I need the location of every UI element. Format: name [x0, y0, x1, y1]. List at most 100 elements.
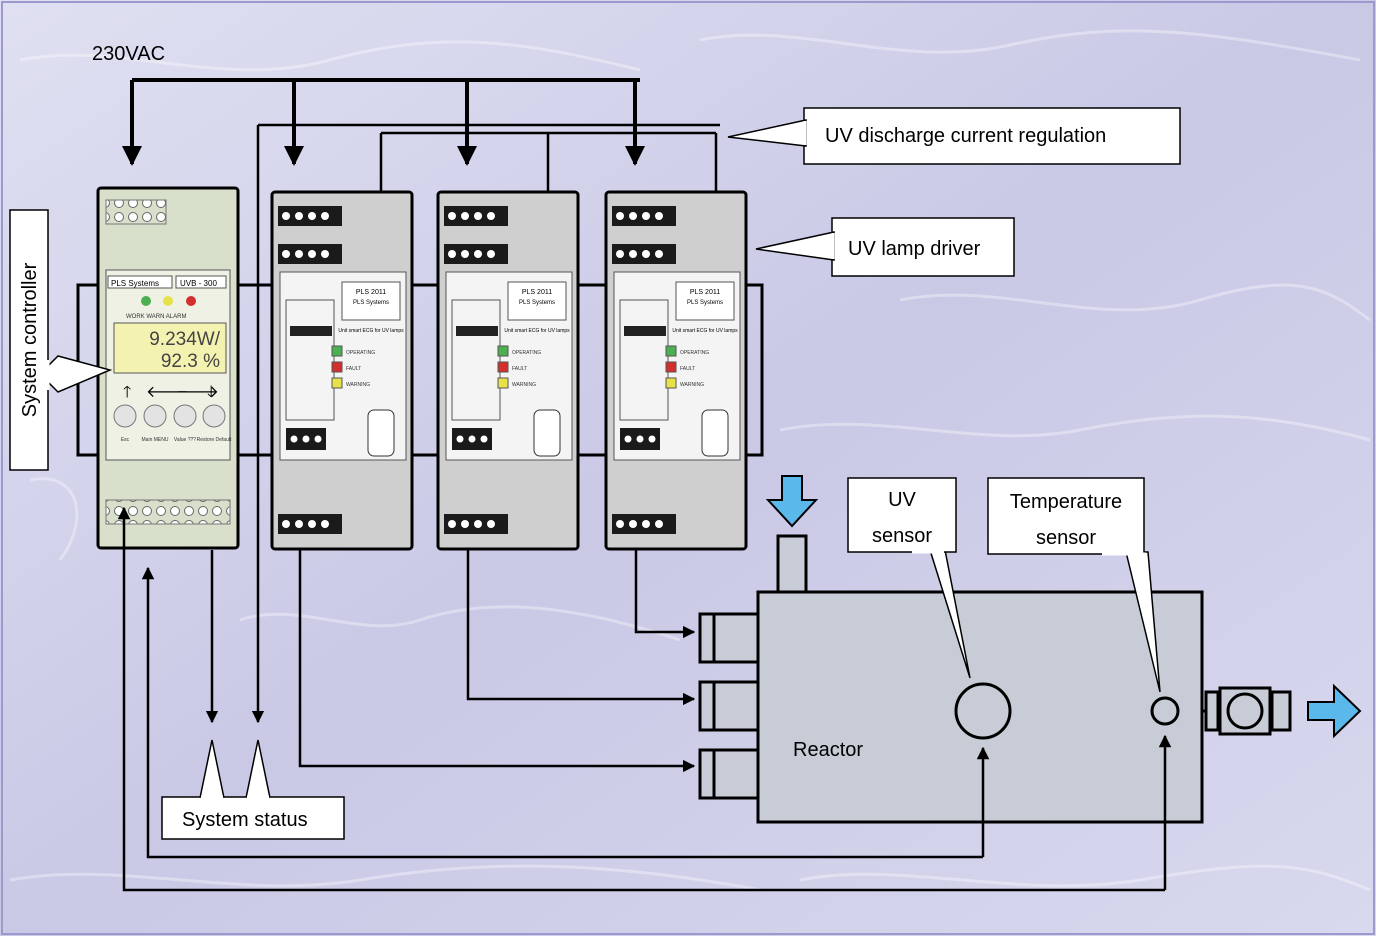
- terminal-screw: [655, 212, 663, 220]
- terminal-screw: [616, 250, 624, 258]
- controller-model: UVB - 300: [180, 279, 217, 288]
- value-key[interactable]: [174, 405, 196, 427]
- lamp-port-2: [700, 682, 758, 730]
- terminal-block-top: [106, 200, 166, 224]
- driver-maker: PLS Systems: [519, 300, 555, 306]
- status-led: [332, 362, 342, 372]
- terminal-screw: [282, 250, 290, 258]
- status-led: [498, 378, 508, 388]
- terminal-screw: [629, 520, 637, 528]
- status-label: FAULT: [680, 366, 695, 372]
- driver-description: Unit smart ECG for UV lamps: [504, 328, 570, 334]
- status-label: OPERATING: [346, 350, 375, 356]
- status-led: [332, 378, 342, 388]
- terminal-screw: [487, 520, 495, 528]
- terminal-screw: [461, 520, 469, 528]
- terminal-screw: [308, 520, 316, 528]
- key-label: Restore Default: [197, 437, 232, 443]
- status-label: OPERATING: [680, 350, 709, 356]
- driver-description: Unit smart ECG for UV lamps: [672, 328, 738, 334]
- status-label: OPERATING: [512, 350, 541, 356]
- work-led: [141, 296, 151, 306]
- esc-key[interactable]: [114, 405, 136, 427]
- default-key[interactable]: [203, 405, 225, 427]
- menu-key[interactable]: [144, 405, 166, 427]
- system-status-label: System status: [182, 809, 308, 831]
- terminal-screw: [448, 520, 456, 528]
- temperature-sensor-label-line1: Temperature: [1010, 491, 1122, 513]
- up-arrow-icon[interactable]: 🡑: [123, 384, 131, 401]
- terminal-screw: [448, 250, 456, 258]
- reactor-label: Reactor: [793, 739, 863, 761]
- lamp-driver-module-2: PLS 2011PLS SystemsUnit smart ECG for UV…: [438, 192, 578, 549]
- terminal-screw: [461, 212, 469, 220]
- down-arrow-icon[interactable]: 🡓: [207, 384, 215, 401]
- status-label: FAULT: [346, 366, 361, 372]
- lamp-driver-label: UV lamp driver: [848, 238, 981, 260]
- status-led: [498, 346, 508, 356]
- temperature-sensor-label-line2: sensor: [1036, 527, 1096, 549]
- controller-brand: PLS Systems: [111, 279, 159, 288]
- terminal-screw: [321, 212, 329, 220]
- terminal-screw: [448, 212, 456, 220]
- terminal-screw: [308, 212, 316, 220]
- status-label: WARNING: [512, 382, 536, 388]
- terminal-screw: [616, 212, 624, 220]
- terminal-screw: [282, 212, 290, 220]
- lamp-port-1: [700, 614, 758, 662]
- status-led: [666, 362, 676, 372]
- terminal-screw: [295, 520, 303, 528]
- terminal-screw: [642, 250, 650, 258]
- connector: [534, 410, 560, 456]
- driver-brand: PLS 2011: [356, 289, 386, 296]
- driver-brand: PLS 2011: [522, 289, 552, 296]
- terminal-screw: [474, 212, 482, 220]
- terminal-screw: [295, 212, 303, 220]
- display-reading-2: 92.3 %: [161, 351, 220, 372]
- status-led: [332, 346, 342, 356]
- system-controller-module: PLS Systems UVB - 300 WORK WARN ALARM 9.…: [98, 188, 238, 548]
- status-label: FAULT: [512, 366, 527, 372]
- terminal-screw: [487, 250, 495, 258]
- terminal-screw: [474, 520, 482, 528]
- status-led: [666, 378, 676, 388]
- terminal-screw: [321, 520, 329, 528]
- terminal-screw: [655, 250, 663, 258]
- key-label: Main MENU: [142, 437, 169, 443]
- status-label: WARNING: [680, 382, 704, 388]
- status-label: WARNING: [346, 382, 370, 388]
- driver-maker: PLS Systems: [687, 300, 723, 306]
- alarm-led: [186, 296, 196, 306]
- display-reading-1: 9.234W/: [149, 329, 220, 350]
- uv-sensor-port: [956, 684, 1010, 738]
- uv-sensor-label-line2: sensor: [872, 525, 932, 547]
- terminal-screw: [655, 520, 663, 528]
- lamp-port-3: [700, 750, 758, 798]
- terminal-screw: [629, 212, 637, 220]
- driver-maker: PLS Systems: [353, 300, 389, 306]
- terminal-screw: [642, 520, 650, 528]
- supply-label: 230VAC: [92, 43, 165, 65]
- current-regulation-label: UV discharge current regulation: [825, 125, 1106, 147]
- terminal-screw: [629, 250, 637, 258]
- terminal-screw: [282, 520, 290, 528]
- temperature-sensor-port: [1152, 698, 1178, 724]
- led-labels: WORK WARN ALARM: [126, 314, 186, 320]
- driver-brand: PLS 2011: [690, 289, 720, 296]
- connector: [702, 410, 728, 456]
- status-led: [498, 362, 508, 372]
- inlet-pipe: [778, 536, 806, 594]
- driver-description: Unit smart ECG for UV lamps: [338, 328, 404, 334]
- warn-led: [163, 296, 173, 306]
- terminal-screw: [642, 212, 650, 220]
- uv-sensor-label-line1: UV: [888, 489, 916, 511]
- terminal-screw: [487, 212, 495, 220]
- system-controller-label: System controller: [19, 262, 41, 417]
- terminal-screw: [474, 250, 482, 258]
- terminal-screw: [321, 250, 329, 258]
- terminal-screw: [461, 250, 469, 258]
